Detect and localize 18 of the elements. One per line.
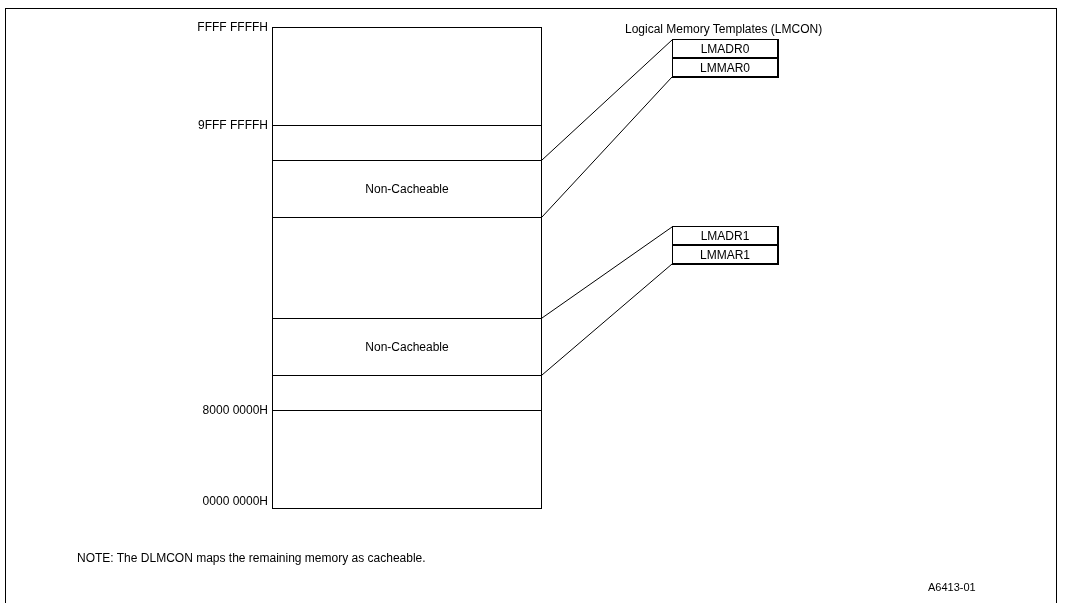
address-label: 0000 0000H [202, 494, 268, 508]
register-box: LMMAR0 [672, 58, 779, 78]
register-box: LMMAR1 [672, 245, 779, 265]
leader-line [541, 76, 673, 218]
register-box: LMADR1 [672, 226, 779, 246]
figure-number: A6413-01 [928, 580, 976, 594]
address-label: 8000 0000H [202, 403, 268, 417]
note-text: NOTE: The DLMCON maps the remaining memory as cacheable. [77, 551, 426, 565]
address-label: FFFF FFFFH [197, 20, 268, 34]
memory-region: Non-Cacheable [272, 318, 542, 376]
memory-region: Non-Cacheable [272, 160, 542, 218]
memory-map-column [272, 27, 542, 509]
leader-line [541, 226, 673, 319]
address-label: 9FFF FFFFH [198, 118, 268, 132]
register-box: LMADR0 [672, 39, 779, 59]
leader-line [541, 263, 673, 376]
leader-line [541, 39, 673, 161]
heading-label: Logical Memory Templates (LMCON) [625, 22, 823, 36]
